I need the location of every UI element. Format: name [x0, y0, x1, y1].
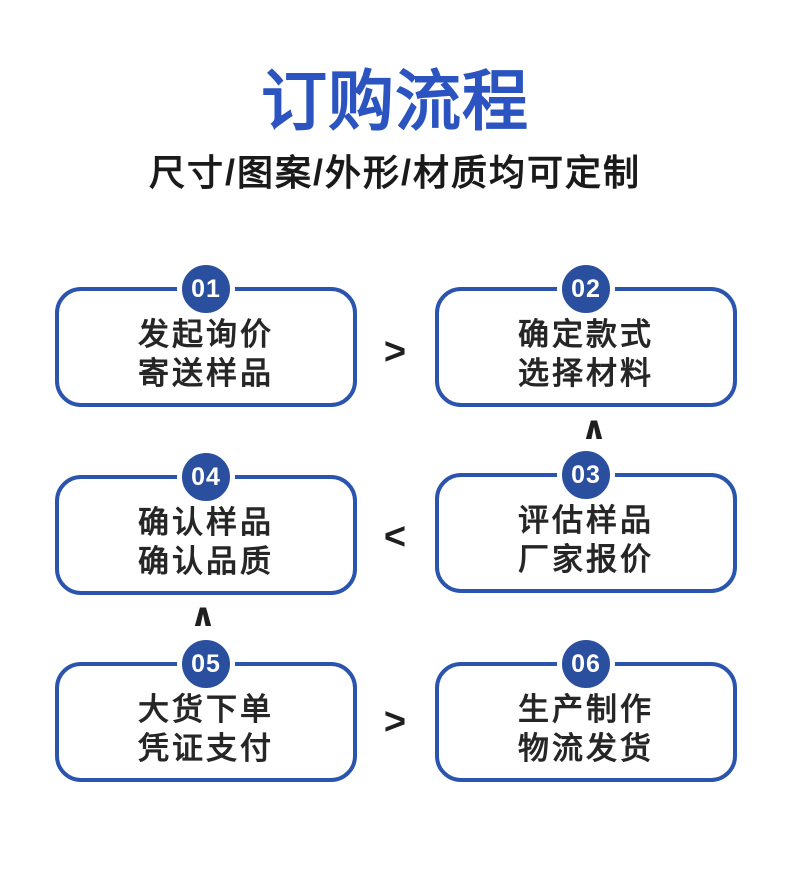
step-text-line1: 评估样品: [518, 503, 654, 538]
step-text-line2: 厂家报价: [518, 542, 654, 577]
step-number: 05: [191, 649, 221, 678]
step-text-line2: 寄送样品: [138, 356, 274, 391]
arrow-up-icon: ∧: [581, 410, 607, 446]
step-box-02: 02 确定款式 选择材料: [435, 260, 737, 407]
arrow-left-icon: <: [383, 515, 407, 558]
step-text-line2: 确认品质: [138, 544, 274, 579]
step-text-line1: 大货下单: [138, 692, 274, 727]
step-text-line1: 发起询价: [138, 317, 274, 352]
step-number-badge-01: 01: [177, 260, 235, 318]
arrow-right-icon: >: [383, 330, 407, 373]
step-text-line2: 物流发货: [518, 731, 654, 766]
step-box-05: 05 大货下单 凭证支付: [55, 635, 357, 782]
step-number: 02: [571, 274, 601, 303]
step-text-line2: 凭证支付: [138, 731, 274, 766]
page-subtitle: 尺寸/图案/外形/材质均可定制: [148, 152, 641, 193]
step-number-badge-06: 06: [557, 635, 615, 693]
page-title: 订购流程: [261, 64, 529, 138]
step-box-06: 06 生产制作 物流发货: [435, 635, 737, 782]
step-box-04: 04 确认样品 确认品质: [55, 448, 357, 595]
arrow-up-icon: ∧: [190, 597, 216, 633]
arrow-right-icon: >: [383, 700, 407, 743]
step-number-badge-02: 02: [557, 260, 615, 318]
step-text-line1: 确认样品: [138, 505, 274, 540]
step-text-line1: 确定款式: [518, 317, 654, 352]
step-number: 06: [571, 649, 601, 678]
step-number-badge-05: 05: [177, 635, 235, 693]
step-number-badge-03: 03: [557, 446, 615, 504]
step-number: 04: [191, 462, 221, 491]
step-number-badge-04: 04: [177, 448, 235, 506]
step-box-03: 03 评估样品 厂家报价: [435, 446, 737, 593]
step-number: 01: [191, 274, 221, 303]
step-number: 03: [571, 460, 601, 489]
step-text-line1: 生产制作: [518, 692, 654, 727]
step-box-01: 01 发起询价 寄送样品: [55, 260, 357, 407]
step-text-line2: 选择材料: [518, 356, 654, 391]
